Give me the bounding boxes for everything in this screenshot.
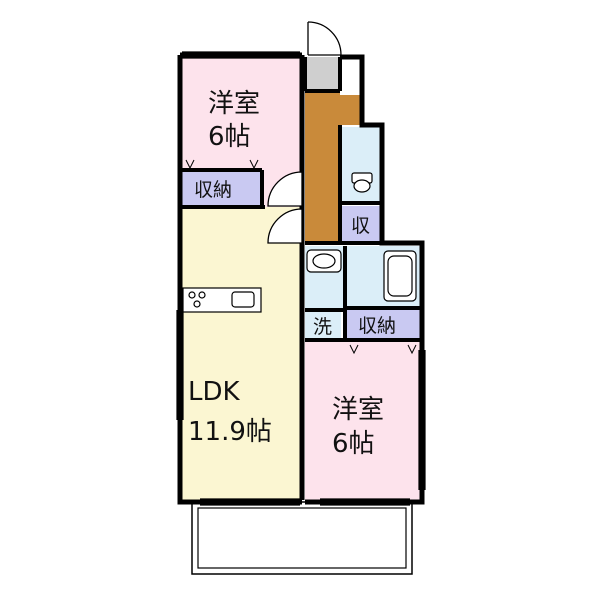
laundry-space [305,310,341,340]
closet-small-label: 収 [351,215,370,237]
washbasin [306,249,342,273]
entrance [305,57,340,91]
ldk-size: 11.9帖 [188,417,272,447]
windows [176,51,426,506]
entrance-door [307,21,342,56]
interior-walls [180,57,422,342]
closet-door-marks [185,159,417,355]
closet-north-label: 収納 [194,179,232,201]
western-room-north-size: 6帖 [208,122,251,152]
closet-north [180,170,262,207]
corridor-step [340,95,360,125]
laundry-label: 洗 [313,316,332,338]
closet-south [345,308,420,340]
kitchen-counter [182,287,262,313]
bathtub [383,250,417,302]
toilet [351,172,373,193]
western-room-south [305,340,420,500]
ldk-name: LDK [188,377,241,407]
closet-small [342,206,380,242]
closet-south-label: 収納 [358,315,396,337]
door-ldk [267,208,303,244]
walls [177,52,425,505]
western-room-north-name: 洋室 [208,89,260,119]
western-room-south-name: 洋室 [332,395,384,425]
corridor [305,91,340,243]
western-room-south-size: 6帖 [332,429,375,459]
ldk-room [180,207,302,500]
door-western-north [267,171,303,207]
balcony [191,501,413,575]
